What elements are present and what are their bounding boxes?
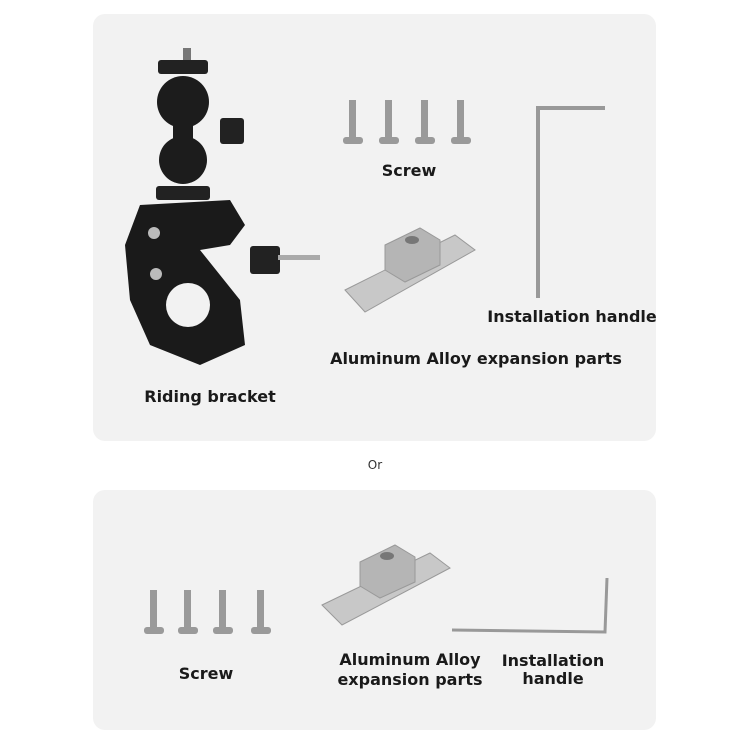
screws-image-2 [144,590,271,634]
installation-handle-label: Installation handle [487,307,657,326]
screw-label: Screw [381,161,437,180]
screw-label-2: Screw [178,664,234,683]
alloy-part-image [344,227,476,313]
alloy-part-image-2 [321,544,451,626]
hex-key-image [536,106,605,298]
alloy-label-line1: Aluminum Alloy [339,650,481,669]
or-separator: Or [367,458,383,472]
handle-label-line1: Installation [501,651,605,670]
riding-bracket-label: Riding bracket [144,387,276,406]
hex-key-image-2 [451,577,609,634]
screws-image [343,100,471,144]
alloy-parts-label: Aluminum Alloy expansion parts [330,349,622,368]
riding-bracket-image [125,48,320,365]
alloy-label-line2: expansion parts [337,670,483,689]
handle-label-line2: handle [522,669,584,688]
